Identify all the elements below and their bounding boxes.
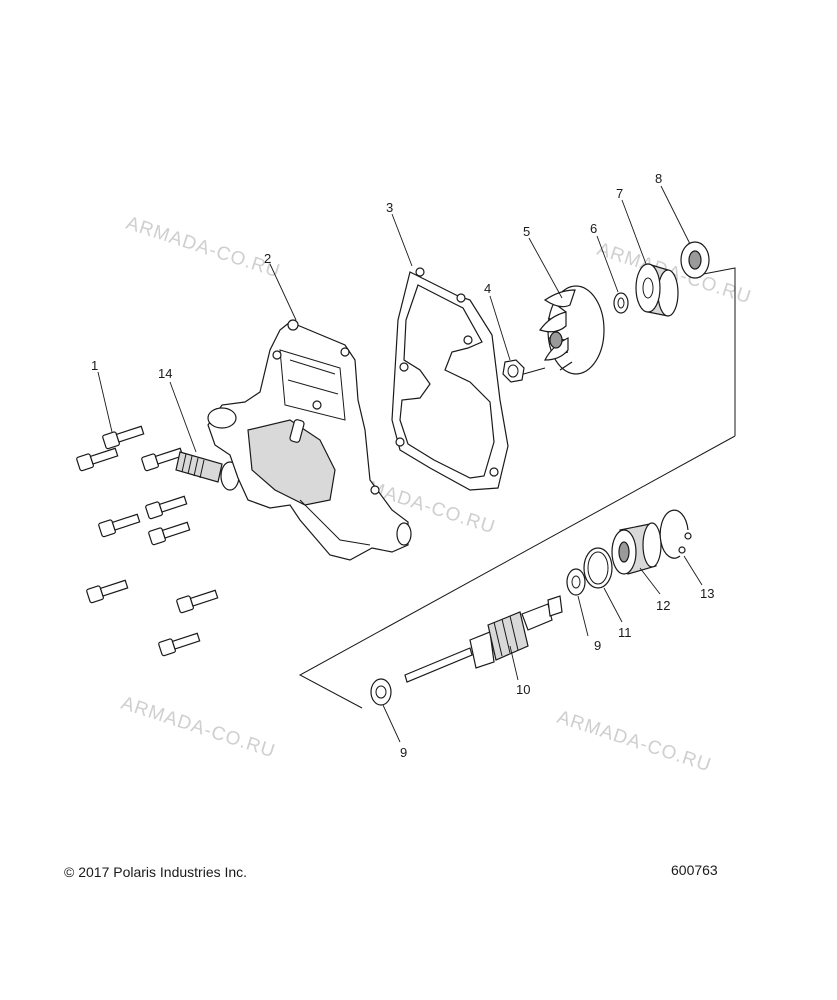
callout-13: 13 <box>700 586 714 601</box>
callout-11: 11 <box>618 625 632 640</box>
pump-cover <box>207 319 412 561</box>
diagram-number: 600763 <box>671 862 718 878</box>
bolt <box>98 513 141 538</box>
callout-14: 14 <box>158 366 172 381</box>
leader-lines <box>97 185 703 743</box>
callout-1: 1 <box>91 358 98 373</box>
washer-9-lower <box>370 678 392 706</box>
hose-fitting <box>175 451 240 491</box>
callout-7: 7 <box>616 186 623 201</box>
watermark: ARMADA-CO.RU <box>554 707 713 777</box>
bolt <box>76 447 119 472</box>
callout-9-upper: 9 <box>594 638 601 653</box>
washer-6 <box>613 292 629 314</box>
watermark: ARMADA-CO.RU <box>118 693 277 763</box>
bushing-12 <box>611 522 662 575</box>
callout-4: 4 <box>484 281 491 296</box>
bolts <box>76 425 219 657</box>
callout-5: 5 <box>523 224 530 239</box>
bolt <box>158 632 201 657</box>
callout-3: 3 <box>386 200 393 215</box>
bolt <box>141 447 184 472</box>
bolt <box>102 425 145 450</box>
callout-12: 12 <box>656 598 670 613</box>
washer-9-upper <box>566 568 586 596</box>
pump-shaft <box>404 595 563 683</box>
callout-8: 8 <box>655 171 662 186</box>
callout-2: 2 <box>264 251 271 266</box>
o-ring-11 <box>583 547 613 589</box>
seal-7 <box>635 263 679 317</box>
copyright-notice: © 2017 Polaris Industries Inc. <box>64 864 248 880</box>
callout-10: 10 <box>516 682 530 697</box>
gasket <box>391 267 509 491</box>
impeller-nut <box>502 359 525 383</box>
callout-labels: 1 2 3 4 5 6 7 8 9 10 11 12 9 13 14 <box>91 171 714 760</box>
callout-6: 6 <box>590 221 597 236</box>
impeller <box>539 285 605 375</box>
bolt <box>148 521 191 546</box>
bolt <box>176 589 219 614</box>
seal-8 <box>680 241 710 279</box>
watermark: ARMADA-CO.RU <box>123 213 282 283</box>
bolt <box>145 495 188 520</box>
snap-ring-13 <box>659 509 692 559</box>
callout-9-lower: 9 <box>400 745 407 760</box>
bolt <box>86 579 129 604</box>
